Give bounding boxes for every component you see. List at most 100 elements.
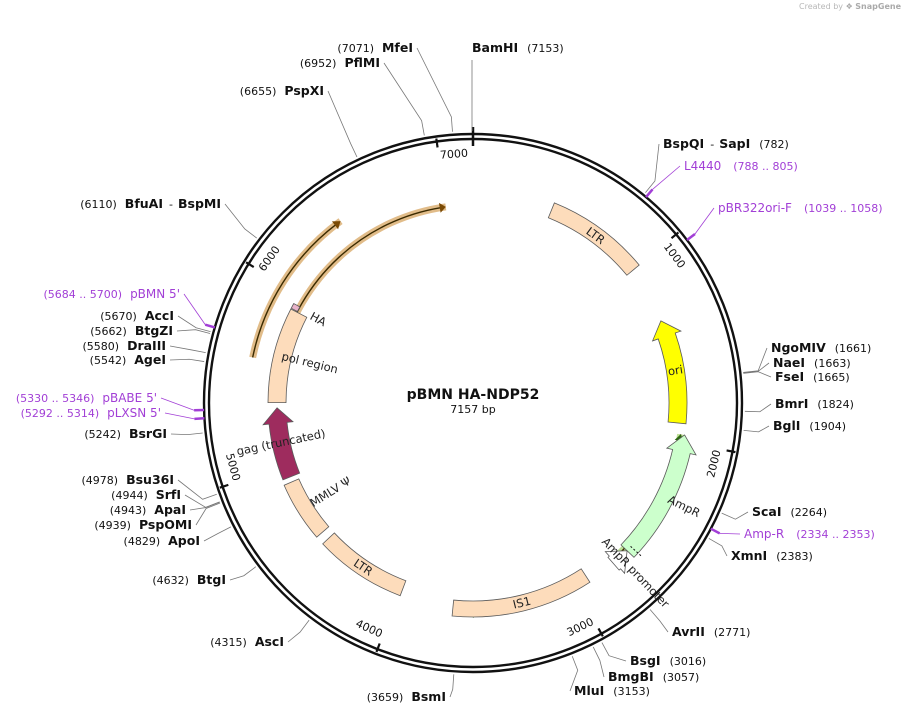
- primer-range: (788 .. 805): [733, 160, 798, 173]
- enzyme-leader-line: [195, 502, 221, 526]
- enzyme-label: BmrI(1824): [775, 396, 854, 411]
- primer-site-mark: [710, 527, 721, 535]
- enzyme-site-xmni: XmnI(2383): [708, 538, 813, 563]
- enzyme-position: (3016): [670, 655, 707, 668]
- orf-line: [279, 206, 442, 357]
- enzyme-site-bspqi: BspQI-SapI(782): [645, 136, 789, 193]
- enzyme-label: AvrII(2771): [672, 624, 750, 639]
- enzyme-leader-line: [743, 362, 770, 374]
- enzyme-leader-line: [177, 315, 211, 333]
- orf-arrowhead: [331, 221, 341, 230]
- primer-name: pBABE 5': [102, 391, 157, 405]
- primer-pbr322ori-f: pBR322ori-F(1039 .. 1058): [686, 201, 883, 242]
- enzyme-name: PspOMI: [139, 517, 192, 532]
- primer-leader-line: [183, 293, 206, 325]
- enzyme-name: PflMI: [344, 55, 380, 70]
- primer-label: (5684 .. 5700)pBMN 5': [44, 287, 181, 301]
- primer-site-mark: [686, 232, 696, 242]
- feature-label: IS1: [511, 594, 532, 612]
- feature-gag-truncated: [262, 407, 301, 481]
- enzyme-name: ApoI: [168, 533, 200, 548]
- enzyme-position: (2264): [791, 506, 828, 519]
- enzyme-name: ScaI: [752, 504, 782, 519]
- primer-site-mark: [645, 188, 654, 198]
- tick-mark: [670, 231, 680, 240]
- enzyme-position: (3153): [613, 685, 650, 698]
- feature-ha: [290, 302, 301, 313]
- enzyme-site-scai: ScaI (2264): [721, 504, 828, 520]
- enzyme-site-agei: (5542)AgeI: [90, 352, 205, 367]
- enzyme-name: MluI: [574, 683, 604, 698]
- snapgene-credit: Created by ❖ SnapGene: [799, 2, 901, 11]
- enzyme-site-bamhi: BamHI(7153): [471, 40, 564, 132]
- primer-range: (1039 .. 1058): [804, 202, 883, 215]
- enzyme-leader-line: [743, 425, 770, 433]
- enzyme-name: AscI: [255, 634, 284, 649]
- enzyme-leader-line: [170, 432, 203, 436]
- enzyme-site-mlui: MluI (3153): [569, 656, 650, 698]
- enzyme-name: DraIII: [127, 338, 166, 353]
- tick-mark: [219, 483, 229, 489]
- primer-leader-line: [694, 207, 715, 235]
- primer-name: pLXSN 5': [107, 406, 161, 420]
- feature-is1: [451, 568, 591, 618]
- enzyme-leader-line: [721, 511, 749, 520]
- enzyme-name: BmgBI: [608, 669, 654, 684]
- enzyme-label: (4978)Bsu36I: [82, 472, 175, 487]
- enzyme-site-bmgbi: BmgBI(3057): [592, 646, 699, 684]
- enzyme-position: (4632): [152, 574, 189, 587]
- tick-mark: [726, 449, 736, 454]
- enzyme-separator: -: [169, 198, 173, 211]
- enzyme-position: (5670): [100, 310, 137, 323]
- enzyme-leader-line: [743, 347, 768, 373]
- enzyme-leader-line: [203, 526, 232, 542]
- enzyme-leader-line: [169, 358, 205, 362]
- primer-leader-line: [652, 165, 681, 190]
- enzyme-site-fsei: FseI(1665): [743, 369, 850, 384]
- primer-range: (5292 .. 5314): [21, 407, 100, 420]
- enzyme-name: Bsu36I: [126, 472, 174, 487]
- enzyme-leader-line: [383, 62, 425, 136]
- enzyme-site-ngomiv: NgoMIV(1661): [743, 340, 871, 373]
- enzyme-position: (1904): [809, 420, 846, 433]
- feature-ampr-promoter: [604, 550, 628, 575]
- tick-label: 4000: [354, 617, 385, 641]
- enzyme-site-bsgi: BsgI(3016): [601, 642, 707, 668]
- enzyme-position: (7071): [337, 42, 374, 55]
- enzyme-site-mfei: (7071)MfeI: [337, 40, 453, 132]
- enzyme-label: (7071)MfeI: [337, 40, 413, 55]
- enzyme-leader-line: [449, 674, 455, 698]
- enzyme-position: (4829): [124, 535, 161, 548]
- enzyme-label: BamHI(7153): [472, 40, 564, 55]
- orf-line: [251, 223, 338, 358]
- tick-mark: [245, 261, 255, 268]
- plasmid-name: pBMN HA-NDP52: [407, 387, 540, 403]
- feature-ampr: [620, 434, 697, 558]
- enzyme-leader-line: [327, 90, 358, 158]
- feature-pol-region: [267, 308, 308, 404]
- enzyme-label: (4829) ApoI: [124, 533, 200, 548]
- enzyme-position: (4315): [210, 636, 247, 649]
- enzyme-site-acci: (5670)AccI: [100, 308, 211, 333]
- enzyme-position: (5662): [90, 325, 127, 338]
- primer-leader-line: [160, 397, 195, 411]
- enzyme-site-avrii: AvrII(2771): [649, 609, 750, 639]
- tick-label: 3000: [565, 615, 596, 639]
- primer-plxsn-5: (5292 .. 5314) pLXSN 5': [21, 406, 205, 421]
- tick-mark: [435, 138, 439, 148]
- enzyme-name: PspXI: [284, 83, 324, 98]
- enzyme-label: (3659)BsmI: [367, 689, 446, 704]
- enzyme-name: BsmI: [411, 689, 446, 704]
- enzyme-position: (2383): [776, 550, 813, 563]
- primer-label: (5330 .. 5346) pBABE 5': [16, 391, 157, 405]
- feature-label: MMLV Ψ: [307, 474, 353, 510]
- enzyme-position: (6655): [240, 85, 277, 98]
- primer-range: (5330 .. 5346): [16, 392, 95, 405]
- enzyme-label: BspQI-SapI(782): [663, 136, 789, 151]
- enzyme-label: (5242)BsrGI: [84, 426, 167, 441]
- primer-pbabe-5: (5330 .. 5346) pBABE 5': [16, 391, 205, 412]
- tick-label: 7000: [440, 147, 469, 162]
- enzyme-position: (1663): [814, 357, 851, 370]
- enzyme-name: AgeI: [134, 352, 166, 367]
- primer-amp-r: Amp-R(2334 .. 2353): [710, 527, 875, 541]
